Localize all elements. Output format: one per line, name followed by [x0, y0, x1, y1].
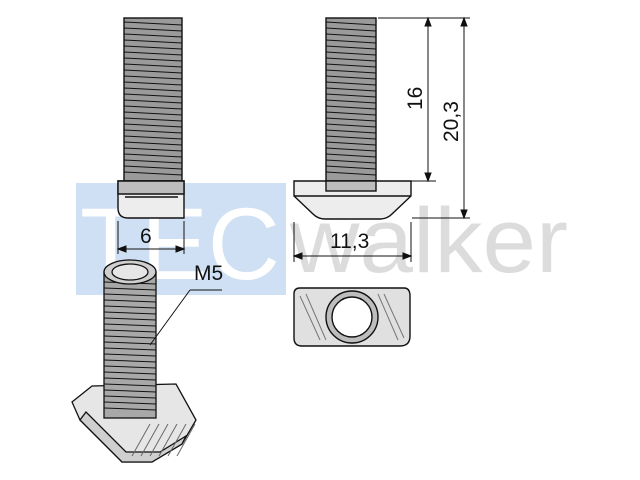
dimension-shank-width: [116, 221, 186, 254]
side-view-bolt: [293, 17, 412, 220]
dimension-head-width: [292, 222, 413, 262]
dimension-heights: [378, 16, 470, 220]
front-view-bolt: [117, 17, 185, 219]
thread-callout: [149, 289, 222, 346]
dimension-inner-height-label: 16: [404, 87, 427, 110]
dimension-total-height-label: 20,3: [440, 101, 463, 142]
dimension-shank-width-label: 6: [140, 225, 152, 248]
thread-size-label: M5: [194, 262, 223, 285]
isometric-view-bolt: [71, 259, 197, 463]
bottom-view-head: [293, 287, 411, 347]
dimension-head-width-label: 11,3: [330, 230, 369, 253]
